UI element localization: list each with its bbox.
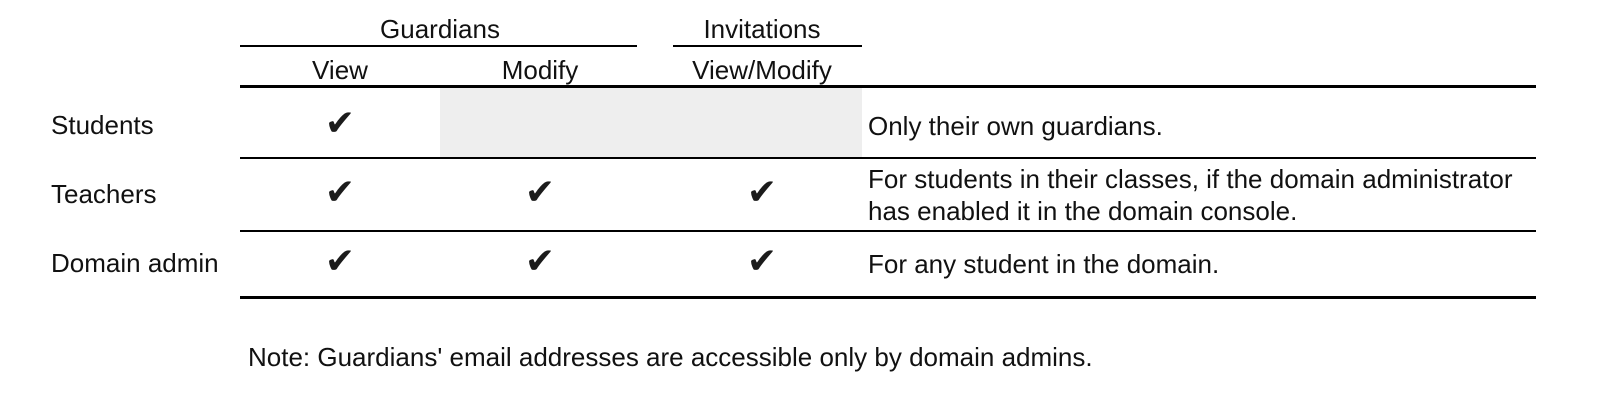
note-line: For students in their classes, if the do… (868, 164, 1513, 194)
column-header-guardians-view: View (312, 55, 368, 85)
cell-domain-admin-guardians-modify: ✔ (524, 241, 556, 282)
note-line: For any student in the domain. (868, 249, 1220, 279)
students-not-applicable-shading (440, 88, 862, 157)
note-line: Only their own guardians. (868, 111, 1163, 141)
column-header-invitations-view-modify: View/Modify (692, 55, 832, 85)
row-header-teachers: Teachers (51, 179, 157, 209)
cell-teachers-note: For students in their classes, if the do… (868, 163, 1596, 227)
table-row-separator (240, 157, 1536, 159)
table-footnote: Note: Guardians' email addresses are acc… (248, 342, 1093, 372)
cell-domain-admin-invitations-view-modify: ✔ (746, 241, 778, 282)
cell-teachers-guardians-view: ✔ (324, 172, 356, 213)
row-header-domain-admin: Domain admin (51, 248, 219, 278)
note-line: has enabled it in the domain console. (868, 196, 1298, 226)
column-group-header-invitations: Invitations (703, 14, 821, 44)
table-bottom-rule (240, 296, 1536, 299)
column-group-rule-invitations (673, 45, 862, 47)
cell-teachers-invitations-view-modify: ✔ (746, 172, 778, 213)
column-group-rule-guardians (240, 45, 637, 47)
column-group-header-guardians: Guardians (380, 14, 500, 44)
cell-domain-admin-note: For any student in the domain. (868, 248, 1596, 280)
cell-students-note: Only their own guardians. (868, 110, 1596, 142)
row-header-students: Students (51, 110, 154, 140)
table-header-rule (240, 85, 1536, 88)
cell-teachers-guardians-modify: ✔ (524, 172, 556, 213)
table-row-separator (240, 230, 1536, 232)
cell-domain-admin-guardians-view: ✔ (324, 241, 356, 282)
cell-students-guardians-view: ✔ (324, 103, 356, 144)
column-header-guardians-modify: Modify (501, 55, 579, 85)
